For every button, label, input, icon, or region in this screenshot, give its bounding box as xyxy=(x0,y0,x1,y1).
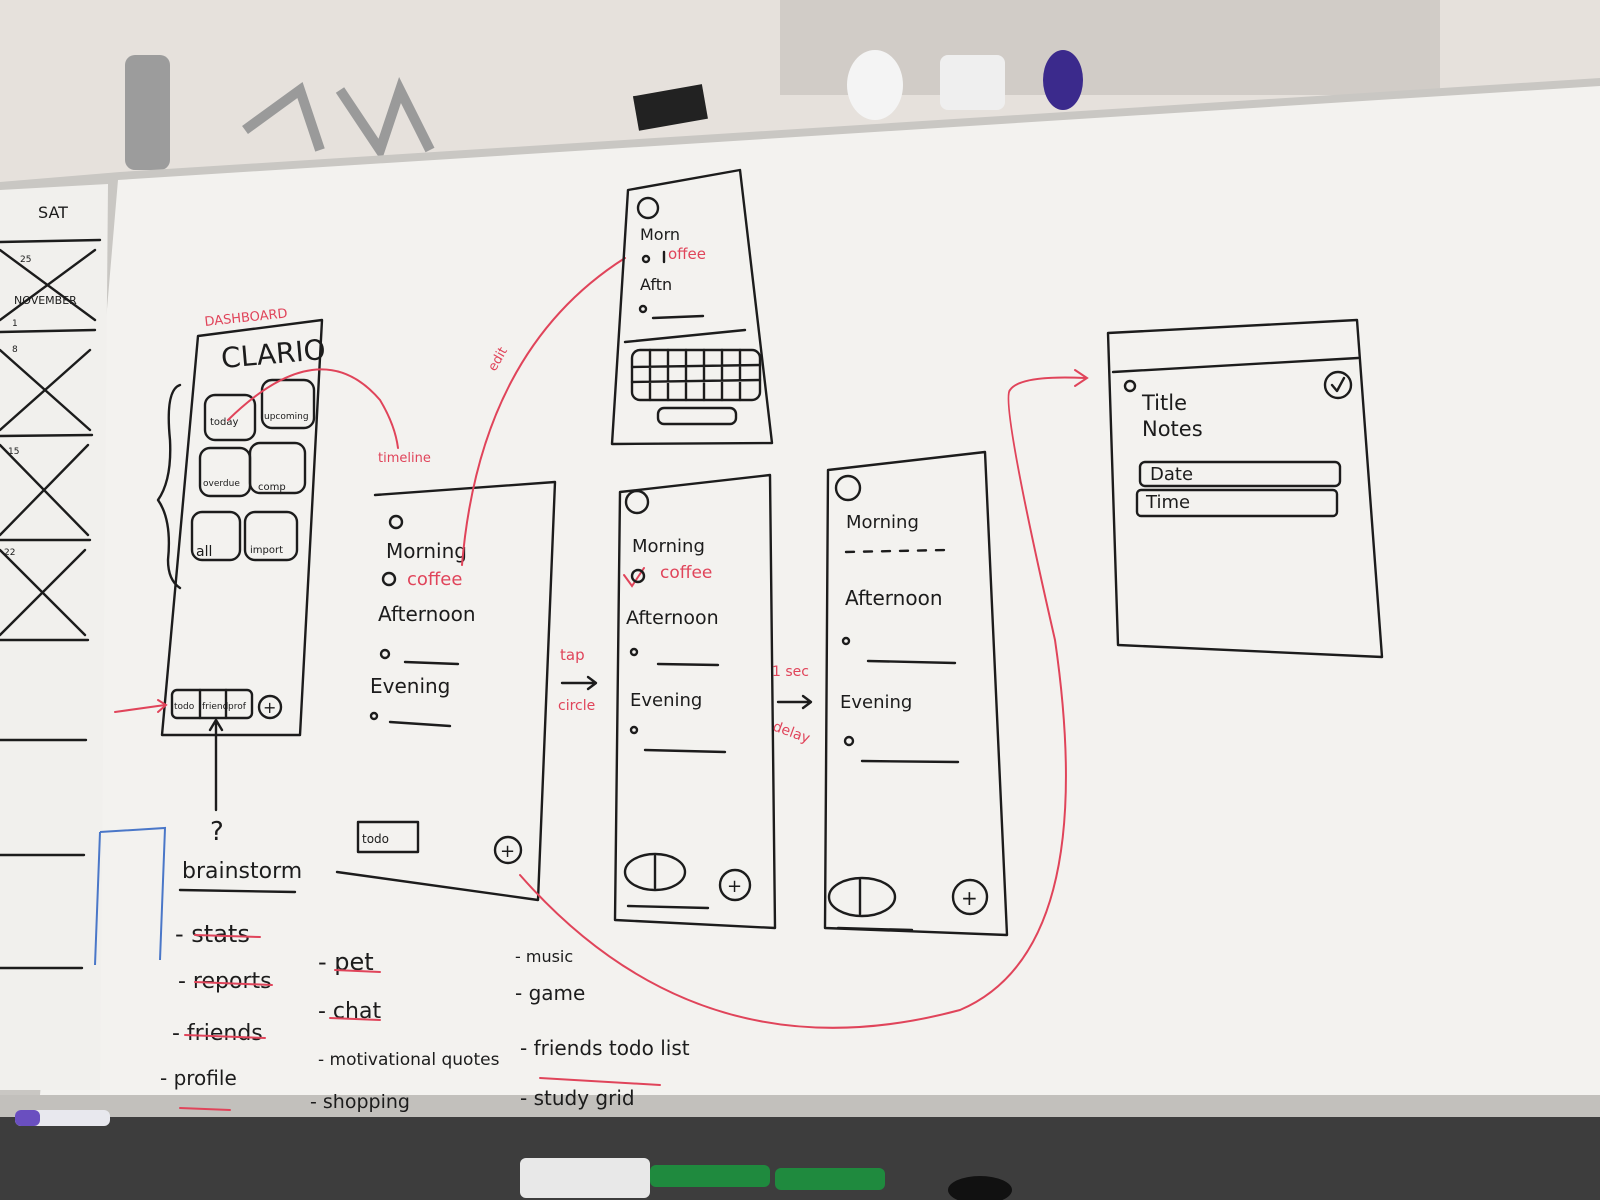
edit-screen-sketch: Morn offee Aftn xyxy=(610,168,774,446)
section-morning: Morning xyxy=(846,512,919,533)
timeline-arrow-label: timeline xyxy=(378,451,431,466)
brainstorm-title: brainstorm xyxy=(182,859,302,884)
add-icon: + xyxy=(500,841,515,862)
tile-today[interactable]: today xyxy=(210,417,239,428)
new-task-screen-sketch: Title Notes Date Time xyxy=(519,318,1384,1029)
todo-screen-sketch: Morning coffee Afternoon Evening todo + … xyxy=(335,257,626,902)
section-morning: Morning xyxy=(632,536,705,557)
section-afternoon: Aftn xyxy=(640,275,672,294)
idea-item: - friends xyxy=(172,1021,263,1046)
question-mark: ? xyxy=(210,817,224,847)
time-button-label: Time xyxy=(1145,492,1190,513)
brainstorm-notes: ? brainstorm - stats - reports - friends… xyxy=(94,817,690,1113)
section-morning: Morn xyxy=(640,225,680,244)
circle-label: circle xyxy=(558,698,595,714)
task-coffee[interactable]: coffee xyxy=(407,569,462,590)
add-icon: + xyxy=(727,876,742,897)
back-icon[interactable] xyxy=(624,489,650,515)
section-evening: Evening xyxy=(630,690,702,711)
notes-field[interactable]: Notes xyxy=(1142,417,1203,441)
add-icon: + xyxy=(263,698,276,717)
add-button[interactable] xyxy=(951,878,989,916)
section-afternoon: Afternoon xyxy=(378,602,476,626)
idea-item: - reports xyxy=(178,969,272,994)
calendar-date: 15 xyxy=(8,447,19,457)
tab-todo[interactable] xyxy=(356,820,420,854)
section-evening: Evening xyxy=(370,674,450,698)
back-icon[interactable] xyxy=(834,474,862,502)
close-icon[interactable] xyxy=(1123,379,1137,393)
idea-item: - motivational quotes xyxy=(318,1050,500,1070)
nav-friend[interactable]: friend xyxy=(202,702,228,712)
add-button[interactable] xyxy=(718,868,752,902)
calendar-month: NOVEMBER xyxy=(14,294,77,307)
date-button-label: Date xyxy=(1150,464,1193,485)
idea-item: - game xyxy=(515,981,585,1005)
idea-item: - music xyxy=(515,947,573,966)
back-icon[interactable] xyxy=(636,196,660,220)
section-afternoon: Afternoon xyxy=(845,586,943,610)
whiteboard xyxy=(40,86,1600,1115)
section-morning: Morning xyxy=(386,539,467,563)
confirm-check-icon[interactable] xyxy=(1323,370,1353,400)
tile-complete[interactable]: comp xyxy=(258,482,286,493)
idea-item: - friends todo list xyxy=(520,1036,690,1060)
calendar-date: 25 xyxy=(20,255,31,265)
tile-important[interactable]: import xyxy=(250,545,283,556)
nav-profile[interactable]: prof xyxy=(228,702,247,712)
cleared-screen-sketch: Morning Afternoon Evening + xyxy=(823,450,1009,937)
task-coffee-done[interactable]: coffee xyxy=(660,563,712,583)
tab-todo-label: todo xyxy=(362,832,389,846)
tile-upcoming[interactable]: upcoming xyxy=(264,412,309,422)
task-editing[interactable]: offee xyxy=(668,245,706,263)
idea-item: - shopping xyxy=(310,1091,410,1113)
keyboard[interactable] xyxy=(630,348,762,426)
calendar-date: 22 xyxy=(4,548,15,558)
tile-all[interactable]: all xyxy=(196,544,212,560)
dashboard-tiles: today upcoming overdue comp all import xyxy=(190,378,316,562)
nav-todo[interactable]: todo xyxy=(174,702,195,712)
section-afternoon: Afternoon xyxy=(626,607,719,629)
markers xyxy=(15,1110,1012,1200)
idea-item: - stats xyxy=(175,920,250,948)
bottom-nav xyxy=(170,688,254,720)
idea-item: - study grid xyxy=(520,1086,635,1110)
calendar-grid xyxy=(0,238,102,970)
section-evening: Evening xyxy=(840,692,912,713)
calendar-date: 8 xyxy=(12,345,18,355)
calendar-date: 1 xyxy=(12,319,18,329)
tile-overdue[interactable]: overdue xyxy=(203,479,240,489)
add-button[interactable] xyxy=(257,694,283,720)
date-button[interactable] xyxy=(1138,460,1342,488)
back-icon[interactable] xyxy=(388,514,404,530)
tap-label: tap xyxy=(560,646,585,664)
figurines xyxy=(125,50,1083,170)
add-icon: + xyxy=(961,886,978,910)
toggle-button[interactable] xyxy=(827,876,897,918)
title-field[interactable]: Title xyxy=(1141,391,1187,415)
toggle-button[interactable] xyxy=(623,852,687,892)
idea-item: - profile xyxy=(160,1066,237,1090)
add-button[interactable] xyxy=(493,835,523,865)
time-button[interactable] xyxy=(1135,488,1339,518)
calendar-board xyxy=(0,184,108,1090)
delay-label: 1 sec xyxy=(772,664,809,680)
calendar-day: SAT xyxy=(38,203,68,222)
